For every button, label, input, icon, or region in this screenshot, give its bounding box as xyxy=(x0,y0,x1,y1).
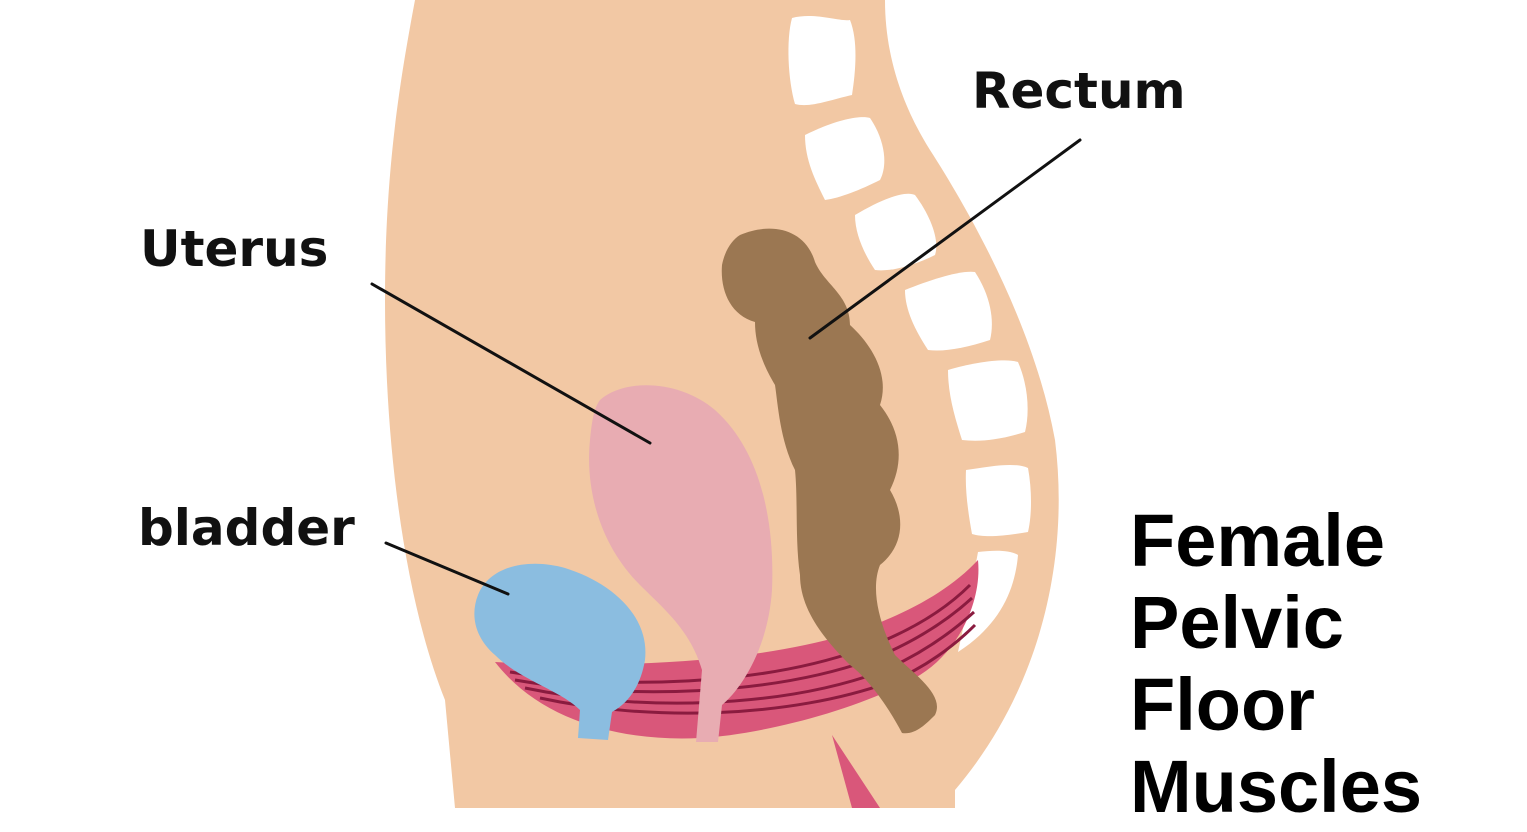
title-line-2: Pelvic xyxy=(1130,581,1344,664)
muscle-lower-strip xyxy=(832,735,880,808)
diagram-title: Female Pelvic Floor Muscles xyxy=(1130,500,1422,828)
title-line-3: Floor xyxy=(1130,663,1315,746)
uterus-leader-line xyxy=(370,282,652,445)
vertebra xyxy=(948,360,1028,441)
bladder-leader-line xyxy=(384,541,510,596)
vertebra xyxy=(905,271,992,351)
title-line-1: Female xyxy=(1130,499,1386,582)
rectum-leader-line xyxy=(808,138,1082,340)
title-line-4: Muscles xyxy=(1130,745,1423,828)
bladder-label: bladder xyxy=(138,499,355,557)
vertebra xyxy=(805,117,885,200)
uterus xyxy=(589,385,773,742)
uterus-label: Uterus xyxy=(140,220,329,278)
muscle-fiber xyxy=(539,623,977,715)
vertebra xyxy=(788,16,856,106)
rectum xyxy=(721,228,937,734)
vertebra xyxy=(965,464,1031,537)
vertebra xyxy=(855,193,937,271)
leader-lines xyxy=(370,138,1082,596)
bladder xyxy=(474,563,646,740)
rectum-label: Rectum xyxy=(972,62,1186,120)
